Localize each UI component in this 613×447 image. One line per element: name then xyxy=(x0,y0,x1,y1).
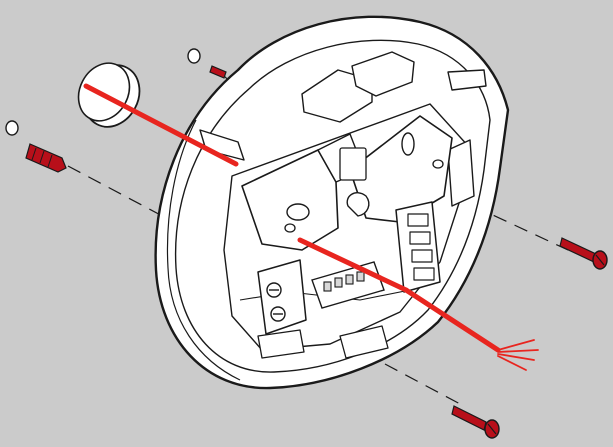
bracket-hole-large xyxy=(286,203,310,221)
plug-rib xyxy=(39,150,45,164)
terminal-screw xyxy=(407,213,429,227)
base-front-lip xyxy=(166,119,241,381)
side-latch xyxy=(447,139,475,207)
mounting-screw-right xyxy=(559,237,608,270)
plug-rib xyxy=(47,154,53,168)
terminal-left-body xyxy=(257,259,307,335)
bracket-hook xyxy=(346,192,370,217)
bracket-hole-right-small xyxy=(432,159,444,169)
cable xyxy=(83,83,539,371)
connector-pins xyxy=(323,271,365,292)
plug-rib xyxy=(31,147,37,161)
top-right-clip xyxy=(351,51,415,97)
bottom-foot-left xyxy=(257,329,305,359)
left-rim-tab xyxy=(199,129,245,161)
wall-plug xyxy=(209,65,227,79)
washer xyxy=(5,120,19,136)
guide-line-upper-left xyxy=(67,165,239,257)
connector-pin xyxy=(356,271,365,282)
cable-strand xyxy=(497,349,539,353)
screw-head-slot xyxy=(487,423,497,435)
cable-segment-rear xyxy=(403,287,501,353)
grommet-cap xyxy=(77,62,141,128)
cable-strand xyxy=(497,355,527,371)
connector-pin xyxy=(323,281,332,292)
wall-plug-top xyxy=(187,48,227,79)
wall-plug-ribs xyxy=(31,147,53,168)
terminal-screw xyxy=(413,267,435,281)
wall-plug xyxy=(25,143,67,173)
cable-strand xyxy=(497,339,535,351)
terminal-block-right xyxy=(395,201,441,293)
connector-pin xyxy=(334,277,343,288)
cable-segment-inside xyxy=(297,237,409,293)
screw-head-slot xyxy=(595,254,605,266)
washer xyxy=(187,48,201,64)
cable-strands xyxy=(497,339,539,371)
cable-segment-front xyxy=(83,83,239,167)
mounting-screw xyxy=(451,405,487,431)
right-rim-tab xyxy=(447,69,487,91)
terminal-right-screws xyxy=(407,213,435,281)
wall-plug-left xyxy=(5,120,67,173)
guide-line-bottom xyxy=(384,363,463,406)
cable-strand xyxy=(497,353,535,361)
mounting-screw-bottom xyxy=(451,405,500,439)
connector-pin xyxy=(345,274,354,285)
terminal-screw xyxy=(411,249,433,263)
bracket-right-plate xyxy=(349,115,453,223)
top-clip xyxy=(301,69,373,123)
bracket-hole-right xyxy=(401,132,415,156)
wall-bracket xyxy=(241,115,453,251)
terminal-screw xyxy=(409,231,431,245)
bottom-foot-right xyxy=(339,325,389,359)
terminal-block-left xyxy=(257,259,307,335)
grommet-cap-face xyxy=(77,62,131,122)
bracket-hole-small xyxy=(284,223,296,233)
bracket-center-block xyxy=(339,147,367,181)
base-rim-inner-edge xyxy=(174,39,491,373)
